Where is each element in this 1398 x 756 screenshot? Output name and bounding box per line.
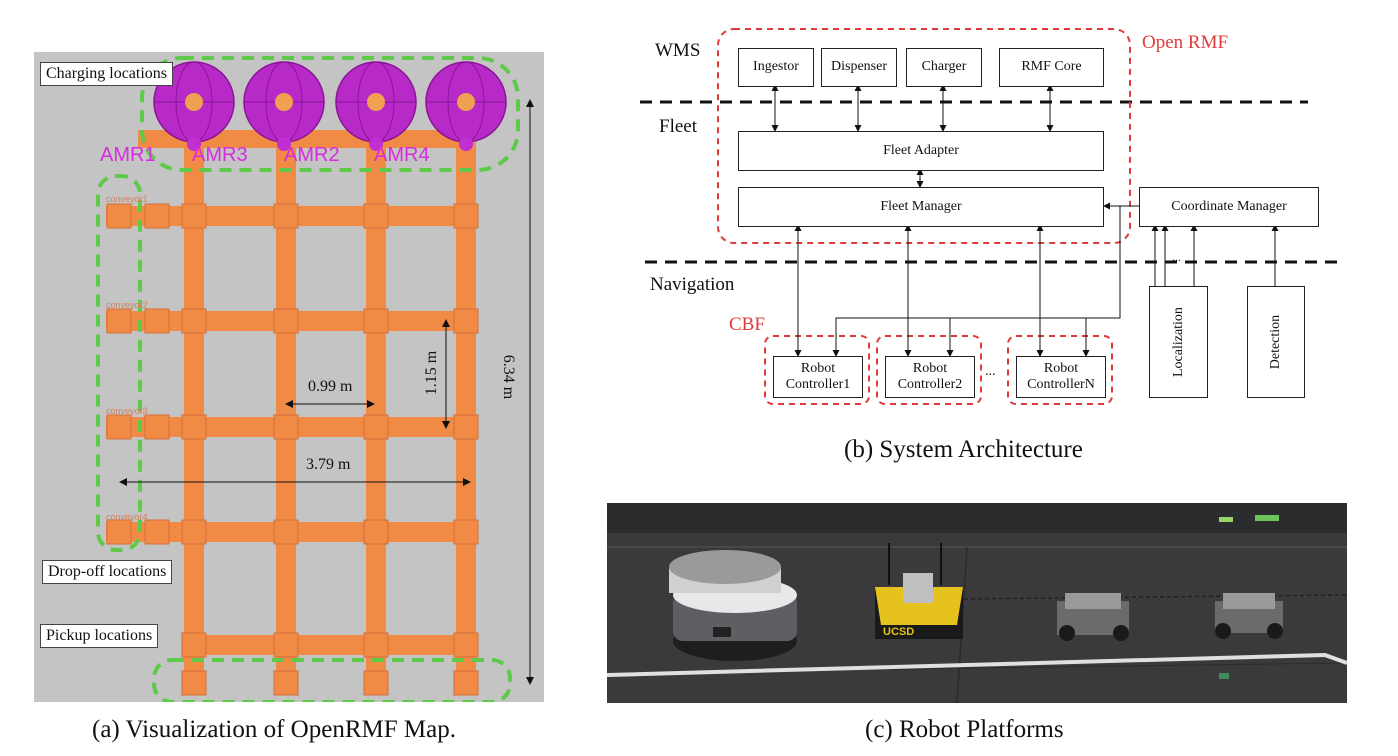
rc2-line2: Controller2 — [897, 377, 963, 392]
fleet-adapter-box: Fleet Adapter — [738, 131, 1104, 171]
robot-controller-2-box: Robot Controller2 — [885, 356, 975, 398]
dispenser-box: Dispenser — [821, 48, 897, 87]
caption-a: (a) Visualization of OpenRMF Map. — [92, 716, 456, 743]
dimension-634: 6.34 m — [500, 354, 518, 400]
detection-box: Detection — [1247, 286, 1305, 398]
conveyor-4-label: conveyor4 — [106, 512, 148, 522]
caption-b: (b) System Architecture — [844, 436, 1083, 463]
robot-platforms-photo: UCSD — [607, 503, 1347, 703]
charger-box: Charger — [906, 48, 982, 87]
charger-1 — [153, 61, 235, 151]
rc2-line1: Robot — [912, 360, 948, 376]
controllers-ellipsis: ... — [985, 364, 996, 379]
conveyor-3-label: conveyor3 — [106, 406, 148, 416]
rcn-line1: Robot — [1043, 360, 1079, 376]
rc1-line2: Controller1 — [785, 377, 851, 392]
localization-label: Localization — [1170, 307, 1186, 377]
cbf-label: CBF — [729, 314, 765, 335]
caption-c: (c) Robot Platforms — [865, 716, 1064, 743]
charger-3 — [335, 61, 417, 151]
detection-label: Detection — [1267, 314, 1283, 370]
pickup-zone — [152, 658, 512, 702]
charging-zone — [140, 56, 520, 172]
conveyor-2-label: conveyor2 — [106, 300, 148, 310]
charger-4 — [425, 61, 507, 151]
sensors-ellipsis: ... — [1172, 250, 1181, 264]
ucsd-text: UCSD — [883, 626, 914, 638]
openrmf-map: Charging locations Drop-off locations Pi… — [34, 52, 544, 702]
layer-fleet: Fleet — [659, 116, 697, 137]
ingestor-box: Ingestor — [738, 48, 814, 87]
map-drawing — [96, 56, 534, 702]
coordinate-manager-box: Coordinate Manager — [1139, 187, 1319, 227]
lane-v-1 — [184, 130, 204, 690]
lane-v-2 — [276, 130, 296, 690]
localization-box: Localization — [1149, 286, 1208, 398]
amr3-label: AMR3 — [192, 144, 248, 166]
dropoff-locations-label: Drop-off locations — [42, 560, 173, 584]
charging-locations-label: Charging locations — [40, 62, 174, 86]
robot-controller-n-box: Robot ControllerN — [1016, 356, 1106, 398]
rcn-line2: ControllerN — [1027, 377, 1095, 392]
dimension-099: 0.99 m — [308, 378, 353, 395]
amr1-label: AMR1 — [100, 144, 156, 166]
lane-v-3 — [366, 130, 386, 690]
layer-wms: WMS — [655, 40, 701, 61]
charger-2 — [243, 61, 325, 151]
photo-scene: UCSD — [607, 503, 1347, 703]
robot-controller-1-box: Robot Controller1 — [773, 356, 863, 398]
layer-navigation: Navigation — [650, 274, 735, 295]
pickup-locations-label: Pickup locations — [40, 624, 159, 648]
amr2-label: AMR2 — [284, 144, 340, 166]
dimension-115: 1.15 m — [423, 350, 441, 396]
dropoff-zone — [96, 174, 142, 552]
waypoints — [106, 203, 479, 696]
rc1-line1: Robot — [800, 360, 836, 376]
lane-h-5 — [184, 635, 476, 655]
lane-v-4 — [456, 130, 476, 690]
open-rmf-label: Open RMF — [1142, 32, 1229, 53]
dimension-379: 3.79 m — [306, 456, 351, 473]
fleet-manager-box: Fleet Manager — [738, 187, 1104, 227]
amr4-label: AMR4 — [374, 144, 430, 166]
conveyor-1-label: conveyor1 — [106, 194, 148, 204]
rmf-core-box: RMF Core — [999, 48, 1104, 87]
